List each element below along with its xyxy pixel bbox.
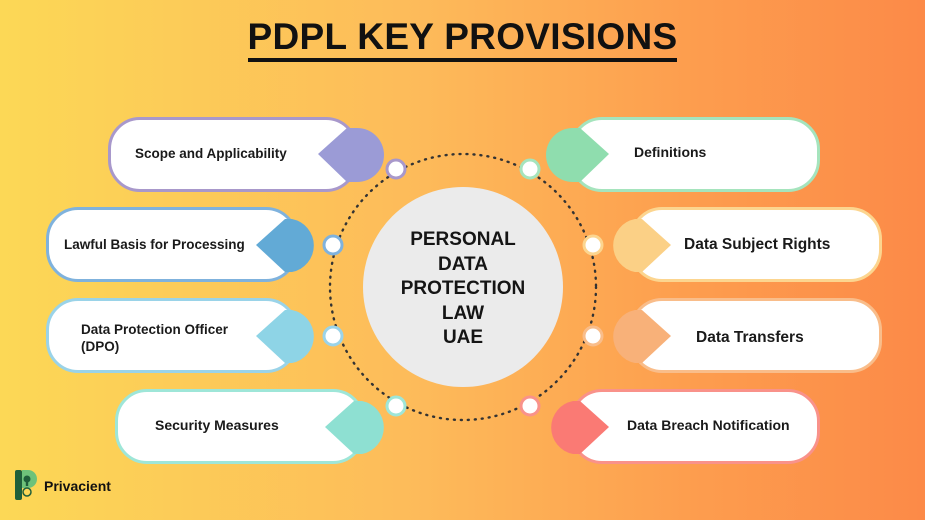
node-security [385, 395, 407, 417]
tag-transfers-icon [613, 310, 671, 363]
provision-card-transfers [630, 298, 882, 373]
tag-definitions-icon [546, 128, 609, 182]
privacient-logo-icon [15, 470, 37, 500]
center-line: PROTECTION [400, 278, 526, 299]
provision-label-security: Security Measures [155, 417, 279, 433]
node-breach [519, 395, 541, 417]
tag-scope-icon [318, 128, 384, 182]
center-line: DATA [438, 253, 488, 275]
provision-label-dpo: Data Protection Officer (DPO) [81, 322, 228, 356]
tag-lawful-icon [256, 219, 314, 272]
center-law-title: PERSONAL DATA PROTECTION LAW UAE [361, 228, 565, 351]
brand-logo: Privacient [14, 468, 111, 504]
provision-card-subject-rights [630, 207, 882, 282]
provision-label-subject-rights: Data Subject Rights [684, 236, 831, 253]
provision-card-definitions [570, 117, 820, 192]
provision-label-dpo-line1: Data Protection Officer [81, 322, 229, 337]
page-title: PDPL KEY PROVISIONS [0, 16, 925, 62]
brand-name: Privacient [44, 478, 111, 494]
node-definitions [519, 158, 541, 180]
provision-label-dpo-line2: (DPO) [81, 338, 120, 354]
provision-label-breach: Data Breach Notification [627, 417, 790, 433]
provision-card-breach [570, 389, 820, 464]
center-line: UAE [442, 327, 484, 348]
center-line: PERSONAL [410, 229, 516, 250]
center-circle [363, 187, 563, 387]
center-line: LAW [441, 302, 485, 324]
node-subject-rights [582, 234, 604, 256]
provision-card-scope [108, 117, 358, 192]
tag-breach-icon [551, 401, 609, 454]
provision-card-lawful-basis [46, 207, 298, 282]
provision-label-lawful-basis: Lawful Basis for Processing [64, 237, 245, 252]
provision-label-transfers: Data Transfers [696, 329, 804, 346]
node-dpo [322, 325, 344, 347]
tag-dpo-icon [256, 310, 314, 363]
provision-label-scope: Scope and Applicability [135, 146, 287, 161]
node-lawful [322, 234, 344, 256]
node-transfers [582, 325, 604, 347]
tag-subject-rights-icon [613, 219, 671, 272]
tag-security-icon [325, 401, 384, 454]
node-scope [385, 158, 407, 180]
provision-card-dpo [46, 298, 298, 373]
provision-label-definitions: Definitions [634, 144, 707, 160]
orbit-ring [328, 152, 598, 422]
